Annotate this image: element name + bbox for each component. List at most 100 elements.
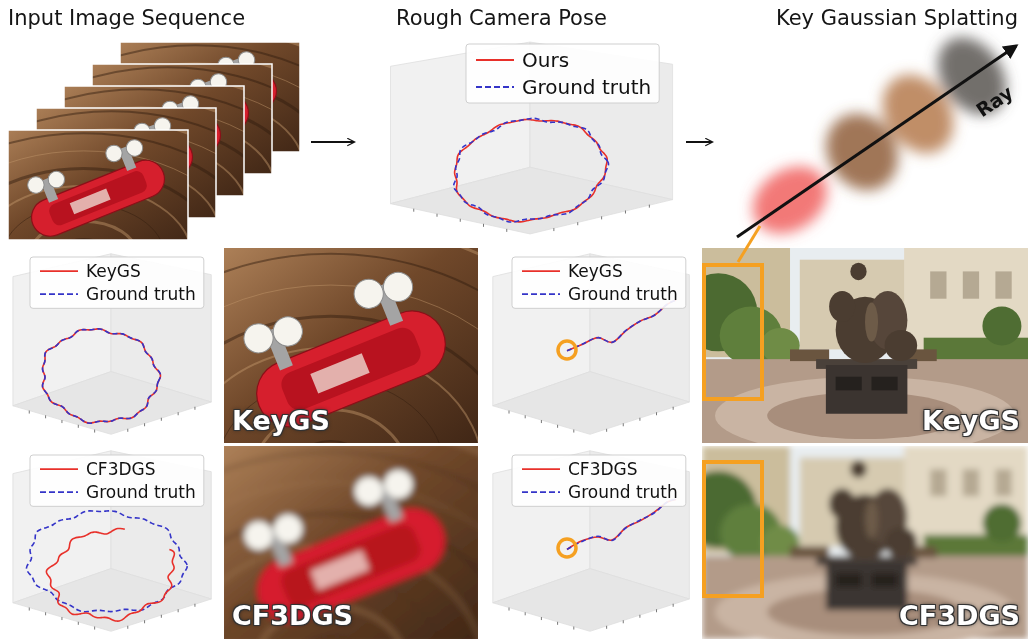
axis-tick bbox=[45, 415, 46, 418]
legend-sample-solid bbox=[522, 468, 560, 470]
window bbox=[963, 469, 979, 496]
statue-content bbox=[702, 446, 1028, 639]
plaque bbox=[872, 573, 898, 587]
axis-tick bbox=[483, 224, 484, 227]
statue-photo bbox=[702, 248, 1028, 443]
axis-tick bbox=[623, 423, 624, 426]
wood-ring bbox=[8, 151, 188, 240]
wheel bbox=[350, 472, 388, 510]
legend-label: Ours bbox=[522, 48, 569, 72]
board-deck bbox=[26, 155, 170, 240]
statue-head bbox=[850, 263, 866, 281]
axis-tick bbox=[78, 425, 79, 428]
plot-3d bbox=[493, 254, 690, 434]
axis-tick bbox=[29, 411, 30, 414]
panel-heading: Key Gaussian Splatting bbox=[718, 4, 1026, 32]
statue-kneel bbox=[885, 330, 918, 361]
wood-ring bbox=[64, 86, 244, 196]
skateboard-photo bbox=[92, 64, 272, 174]
statue-head bbox=[850, 460, 866, 477]
board-logo bbox=[310, 353, 369, 393]
axis-tick bbox=[78, 622, 79, 625]
wood-ring bbox=[36, 111, 216, 218]
plot-3d bbox=[493, 451, 690, 632]
statue-child bbox=[829, 488, 855, 519]
axis-tick bbox=[94, 627, 95, 630]
skateboard bbox=[230, 260, 455, 437]
pedestal bbox=[826, 562, 908, 610]
axis-tick bbox=[161, 615, 162, 618]
skateboard-photo bbox=[8, 130, 188, 240]
plot-pane bbox=[493, 372, 690, 435]
axis-tick bbox=[127, 626, 128, 629]
highlight-box bbox=[704, 265, 762, 399]
axis-tick bbox=[94, 430, 95, 433]
legend-boxes bbox=[30, 44, 686, 506]
skateboard-photo bbox=[120, 42, 300, 152]
highlight-circle bbox=[558, 539, 576, 557]
wood-ring bbox=[224, 248, 478, 443]
wheel bbox=[240, 319, 278, 357]
estimated-trajectory bbox=[42, 329, 160, 423]
axis-tick bbox=[639, 418, 640, 421]
axis-tick bbox=[656, 412, 657, 415]
wheel bbox=[240, 517, 278, 555]
axis-tick bbox=[144, 423, 145, 426]
statue-child bbox=[829, 291, 855, 322]
legend-label: Ground truth bbox=[568, 482, 678, 502]
board-logo bbox=[310, 550, 369, 590]
axis-tick bbox=[541, 420, 542, 423]
axis-tick bbox=[437, 214, 438, 217]
wood-ground bbox=[224, 446, 478, 639]
plaque bbox=[836, 377, 862, 391]
window bbox=[930, 469, 946, 496]
gaussians bbox=[740, 24, 1020, 247]
legend-sample-solid bbox=[522, 270, 560, 272]
method-label: KeyGS bbox=[232, 405, 330, 437]
legend-label: CF3DGS bbox=[568, 459, 638, 479]
wood-ring bbox=[224, 452, 478, 639]
axis-tick bbox=[506, 229, 507, 232]
axis-tick bbox=[161, 418, 162, 421]
axis-tick bbox=[178, 609, 179, 612]
statue-photo bbox=[702, 446, 1028, 639]
axis-tick bbox=[601, 216, 602, 219]
wood-ring bbox=[92, 64, 272, 174]
statue-content bbox=[702, 248, 1028, 443]
highlight-circle bbox=[558, 341, 576, 359]
legend-sample-dashed bbox=[522, 491, 560, 493]
plot-3d bbox=[13, 451, 211, 632]
panel: Input Image Sequence bbox=[0, 0, 305, 248]
plot-3d bbox=[13, 254, 211, 434]
axis-tick bbox=[61, 617, 62, 620]
skateboard bbox=[230, 457, 455, 633]
right-building bbox=[904, 446, 1028, 558]
axis-tick bbox=[656, 609, 657, 612]
window bbox=[995, 271, 1011, 298]
legend-sample-solid bbox=[476, 59, 514, 61]
axis-tick bbox=[577, 222, 578, 225]
highlight-box bbox=[704, 462, 762, 596]
legend-sample-solid bbox=[40, 270, 78, 272]
legend-sample-dashed bbox=[40, 293, 78, 295]
axis-tick bbox=[525, 415, 526, 418]
statue-highlight bbox=[865, 303, 878, 342]
panel-heading: Input Image Sequence bbox=[0, 4, 305, 32]
legend-box bbox=[30, 455, 204, 506]
method-label: CF3DGS bbox=[232, 600, 353, 632]
highlight-leader bbox=[738, 226, 760, 262]
plot-pane bbox=[13, 372, 211, 435]
tree bbox=[982, 307, 1021, 346]
tree bbox=[983, 504, 1022, 543]
axis-tick bbox=[557, 425, 558, 428]
axis-tick bbox=[509, 411, 510, 414]
image-frame bbox=[8, 130, 188, 240]
axis-tick bbox=[541, 617, 542, 620]
plot-pane bbox=[391, 167, 673, 234]
wood-ring bbox=[224, 483, 478, 639]
right-building bbox=[904, 248, 1028, 361]
wheel bbox=[25, 174, 46, 195]
wood-ground bbox=[224, 248, 478, 443]
